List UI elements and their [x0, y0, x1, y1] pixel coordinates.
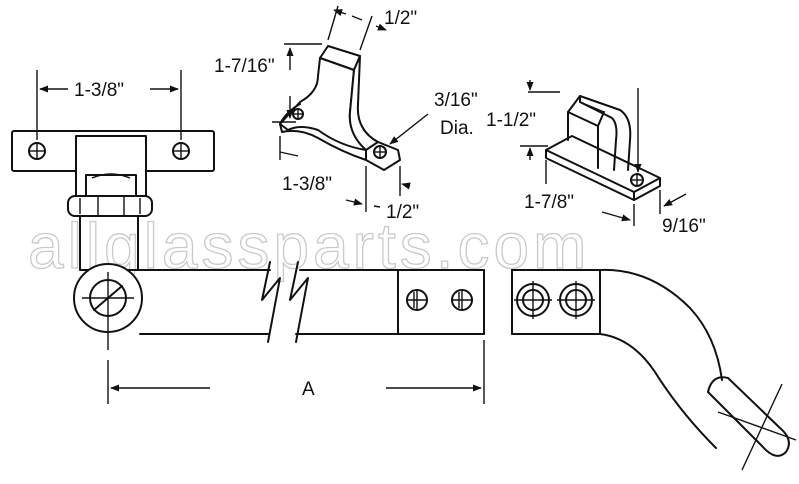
operator-arm: [73, 261, 485, 350]
label-bracket-base-depth: 1/2": [386, 202, 419, 223]
dim-keeper-height: 1-1/2": [486, 80, 560, 160]
label-hinge-width: 1-3/8": [74, 80, 124, 101]
curved-arm: [511, 268, 797, 471]
label-bracket-base-width: 1-3/8": [282, 174, 332, 195]
angle-bracket: [279, 45, 401, 171]
label-keeper-depth: 9/16": [662, 216, 706, 237]
hinge-plate: [11, 130, 215, 271]
label-arm-length: A: [302, 379, 315, 400]
label-keeper-height: 1-1/2": [486, 110, 536, 131]
dim-arm-length: A: [107, 340, 485, 404]
dim-hole-diameter: 3/16" Dia.: [389, 90, 478, 145]
dim-bracket-height: 1-7/16": [214, 43, 322, 123]
dim-keeper-length: 1-7/8": [524, 160, 635, 226]
label-hole-dia-value: 3/16": [434, 90, 478, 111]
label-bracket-top-width: 1/2": [384, 8, 417, 29]
label-bracket-height: 1-7/16": [214, 56, 275, 77]
label-hole-dia-unit: Dia.: [440, 118, 474, 139]
dim-bracket-top-width: 1/2": [327, 5, 417, 51]
dim-keeper-depth: 9/16": [659, 190, 706, 237]
keeper: [545, 95, 661, 201]
dim-bracket-base-width: 1-3/8": [279, 136, 367, 212]
dim-bracket-base-depth: 1/2": [373, 166, 419, 223]
label-keeper-length: 1-7/8": [524, 192, 574, 213]
dim-hinge-width: 1-3/8": [36, 70, 182, 140]
